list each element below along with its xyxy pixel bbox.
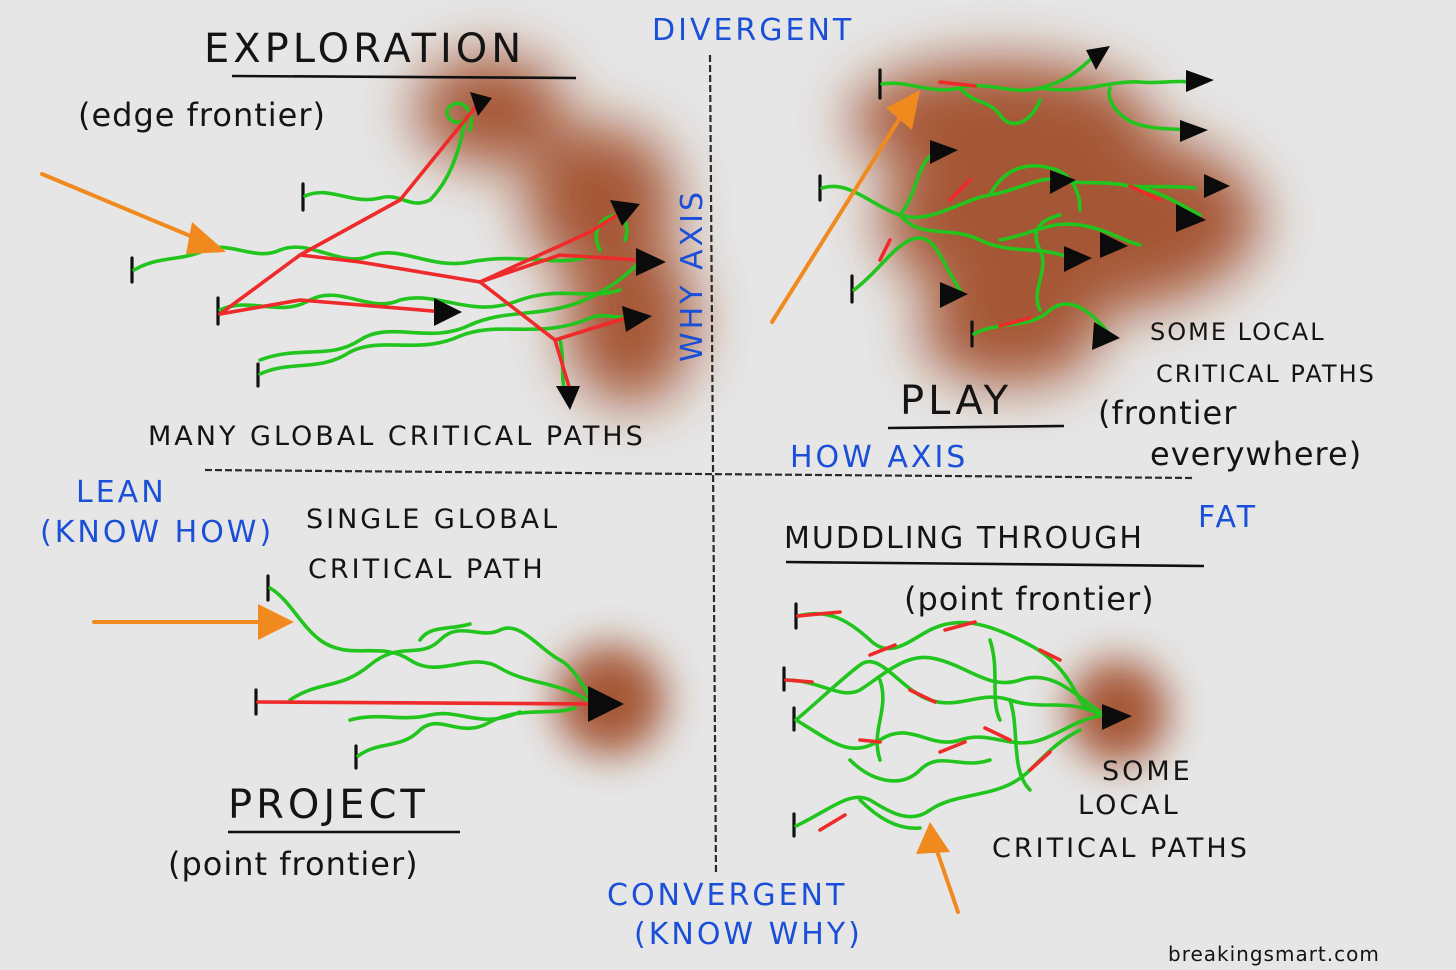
muddling-note-line3: CRITICAL PATHS bbox=[992, 833, 1250, 864]
play-title-underline bbox=[887, 424, 1065, 430]
play-aside-line1: (frontier bbox=[1098, 394, 1237, 432]
labels: DIVERGENT CONVERGENT (KNOW WHY) LEAN (KN… bbox=[40, 13, 1380, 966]
project-title: PROJECT bbox=[228, 782, 429, 828]
play-title: PLAY bbox=[900, 378, 1012, 424]
muddling-paths bbox=[782, 602, 1132, 914]
axis-knowhow-label: (KNOW HOW) bbox=[40, 515, 274, 550]
play-note-line1: SOME LOCAL bbox=[1150, 318, 1326, 346]
axis-knowwhy-label: (KNOW WHY) bbox=[634, 917, 863, 952]
axis-divergent-label: DIVERGENT bbox=[652, 13, 854, 48]
play-aside-line2: everywhere) bbox=[1150, 435, 1362, 473]
credit-watermark: breakingsmart.com bbox=[1168, 942, 1380, 966]
play-paths bbox=[770, 46, 1230, 350]
how-axis-label: HOW AXIS bbox=[790, 440, 968, 475]
exploration-title-underline bbox=[231, 74, 577, 80]
axis-convergent-label: CONVERGENT bbox=[607, 878, 847, 913]
horizontal-axis bbox=[204, 468, 1196, 480]
muddling-note-line2: LOCAL bbox=[1078, 790, 1181, 821]
why-axis-label: WHY AXIS bbox=[675, 189, 710, 362]
muddling-note-line1: SOME bbox=[1102, 756, 1193, 787]
muddling-title: MUDDLING THROUGH bbox=[784, 521, 1144, 556]
exploration-note: MANY GLOBAL CRITICAL PATHS bbox=[148, 421, 646, 452]
project-note-line2: CRITICAL PATH bbox=[308, 554, 546, 585]
muddling-subtitle: (point frontier) bbox=[904, 580, 1155, 618]
axis-fat-label: FAT bbox=[1198, 500, 1258, 535]
exploration-paths bbox=[40, 92, 666, 410]
project-note-line1: SINGLE GLOBAL bbox=[306, 504, 560, 535]
exploration-title: EXPLORATION bbox=[204, 26, 525, 72]
muddling-title-underline bbox=[785, 560, 1205, 568]
axes bbox=[204, 54, 1196, 876]
project-paths bbox=[92, 574, 624, 770]
exploration-subtitle: (edge frontier) bbox=[78, 96, 326, 134]
project-subtitle: (point frontier) bbox=[168, 845, 419, 883]
exploration-frontier bbox=[415, 55, 695, 405]
play-note-line2: CRITICAL PATHS bbox=[1156, 360, 1376, 388]
vertical-axis bbox=[708, 54, 718, 876]
axis-lean-label: LEAN bbox=[76, 475, 167, 510]
